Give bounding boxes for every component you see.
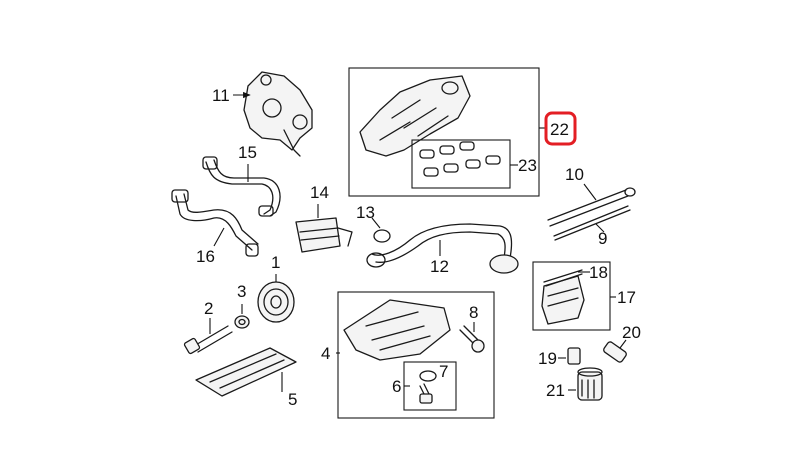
part-11-housing: 11: [212, 71, 313, 157]
callout-3: 3: [237, 282, 246, 301]
part-4-oil-pan-group: 4 8 6 7: [321, 291, 495, 419]
callout-4: 4: [321, 344, 330, 363]
callout-6: 6: [392, 377, 401, 396]
part-22-intake-manifold-group: 23 22: [348, 67, 577, 197]
part-5-cover: 5: [195, 347, 297, 409]
callout-10: 10: [565, 165, 584, 184]
part-10-dipstick-tube: 10: [547, 165, 636, 227]
part-9-dipstick: 9: [553, 205, 631, 248]
part-15-hose: 15: [202, 143, 281, 217]
callout-22: 22: [550, 120, 569, 139]
part-14-cooler: 14: [295, 183, 353, 253]
part-17-baffle-group: 18 17: [532, 261, 636, 331]
callout-15: 15: [238, 143, 257, 162]
part-2-bolt: 2: [183, 299, 233, 355]
callout-14: 14: [310, 183, 329, 202]
part-16-hose: 16: [171, 189, 259, 266]
callout-20: 20: [622, 323, 641, 342]
callout-1: 1: [271, 253, 280, 272]
part-20-sensor: 20: [603, 323, 641, 363]
callout-16: 16: [196, 247, 215, 266]
callout-18: 18: [589, 263, 608, 282]
part-7-seal: 7: [419, 362, 448, 382]
callout-5: 5: [288, 390, 297, 409]
part-13-o-ring: 13: [356, 203, 391, 243]
part-8-drain-plug: 8: [459, 303, 485, 353]
part-18-gasket: [543, 269, 583, 287]
callout-23: 23: [518, 156, 537, 175]
callout-13: 13: [356, 203, 375, 222]
highlight-box-22: [544, 111, 577, 146]
callout-7: 7: [439, 362, 448, 381]
callout-2: 2: [204, 299, 213, 318]
part-1-damper: 1: [257, 253, 295, 323]
callout-19: 19: [538, 349, 557, 368]
callout-11: 11: [212, 86, 230, 105]
callout-17: 17: [617, 288, 636, 307]
callout-12: 12: [430, 257, 449, 276]
part-12-pickup-tube: 12: [366, 223, 519, 276]
callout-9: 9: [598, 229, 607, 248]
callout-8: 8: [469, 303, 478, 322]
part-21-oil-filter: 21: [546, 367, 603, 401]
callout-21: 21: [546, 381, 565, 400]
part-6-plug: 6: [392, 377, 433, 404]
part-3-washer: 3: [234, 282, 250, 329]
part-19-adapter: 19: [538, 347, 581, 368]
part-23-gaskets: [419, 141, 501, 177]
